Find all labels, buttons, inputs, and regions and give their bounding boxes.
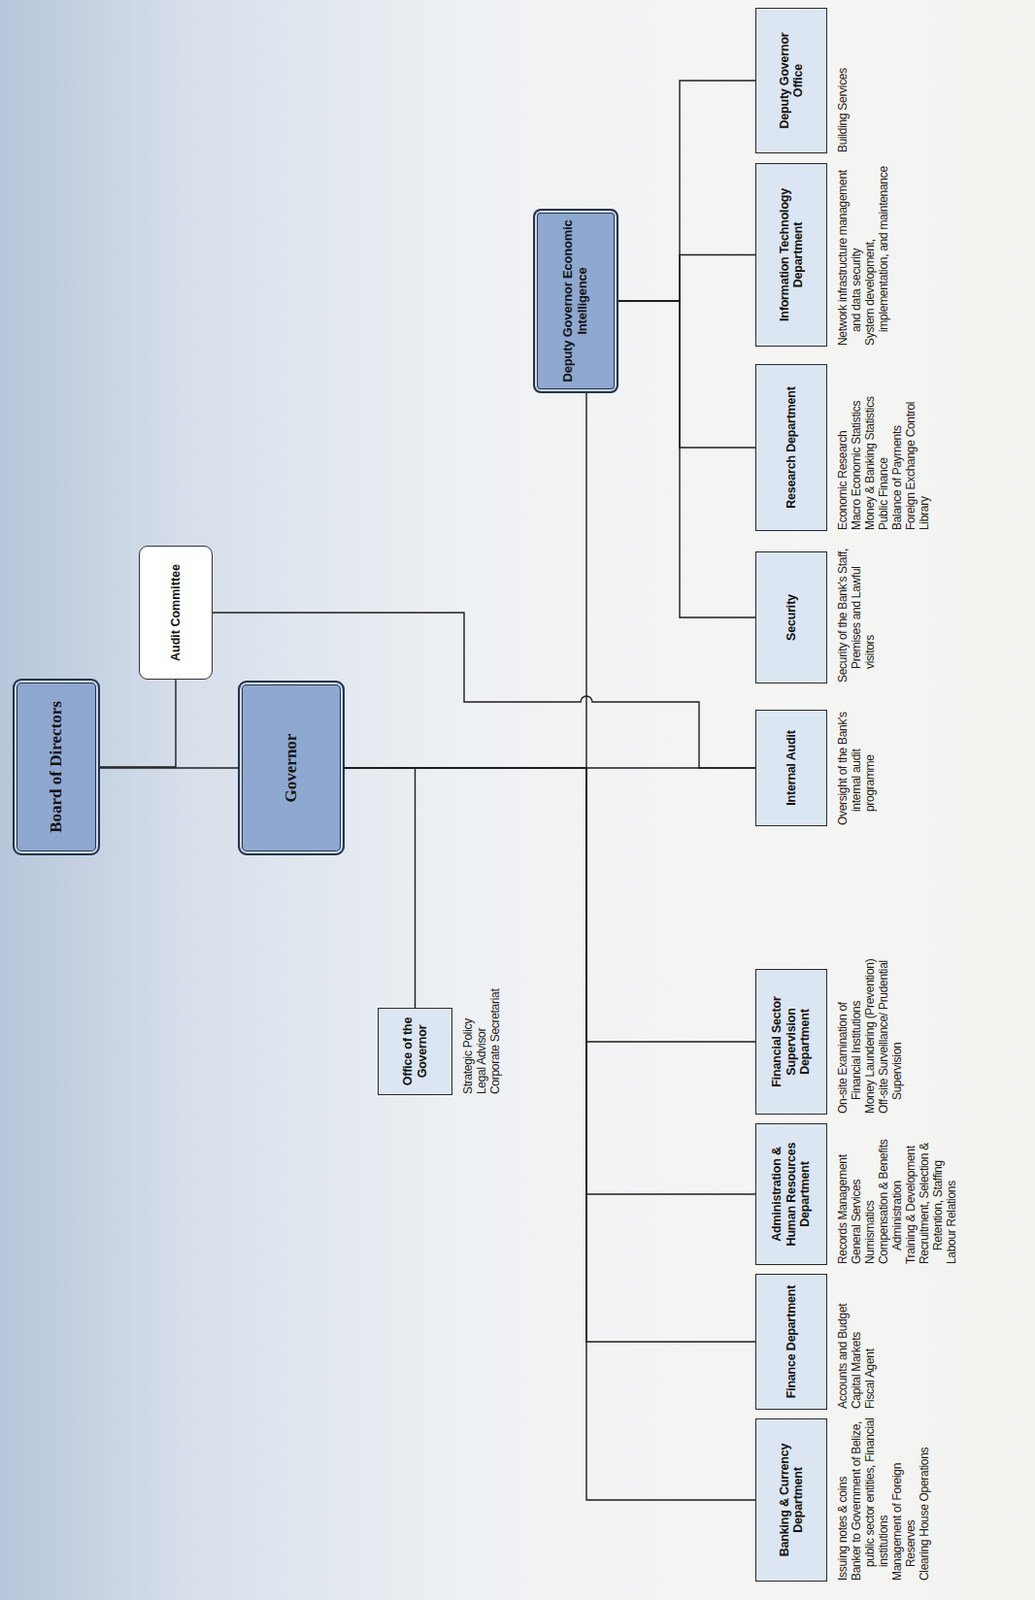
duty-item: Banker to Government of Belize, public s… <box>849 1413 891 1581</box>
duty-list: Economic ResearchMacro Economic Statisti… <box>835 357 932 531</box>
org-connector <box>344 767 756 1342</box>
duty-item: General Services <box>849 1118 864 1265</box>
org-connector <box>618 300 756 618</box>
duty-item: Corporate Secretariat <box>488 938 502 1095</box>
duty-item: Fiscal Agent <box>863 1270 877 1409</box>
duty-item: Library <box>917 357 932 531</box>
duty-list: Building Services <box>835 8 850 153</box>
department-box: Banking & Currency DepartmentIssuing not… <box>755 1418 828 1582</box>
org-connector <box>618 80 756 301</box>
duty-list: Strategic PolicyLegal AdvisorCorporate S… <box>461 938 502 1095</box>
duty-item: On-site Examination of Financial Institu… <box>835 956 864 1114</box>
department-box: SecuritySecurity of the Bank's Staff, Pr… <box>755 551 828 684</box>
duty-item: Network infrastructure management and da… <box>835 161 864 346</box>
duty-item: Recruitment, Selection & Retention, Staf… <box>917 1118 945 1265</box>
department-box: Deputy Governor OfficeBuilding Services <box>755 7 828 154</box>
box-title: Office of the Governor <box>400 1014 430 1089</box>
org-connector <box>344 767 756 1501</box>
duty-item: Capital Markets <box>849 1270 864 1409</box>
duty-item: Records Management <box>835 1118 850 1265</box>
box-title: Audit Committee <box>168 564 183 662</box>
org-connector <box>344 767 756 1195</box>
box-title: Board of Directors <box>47 701 66 834</box>
duty-item: Numismatics <box>863 1118 877 1265</box>
duty-list: Accounts and BudgetCapital MarketsFiscal… <box>835 1270 877 1409</box>
org-connector <box>344 767 756 1042</box>
duty-item: Issuing notes & coins <box>835 1413 850 1581</box>
duty-item: System development, implementation, and … <box>863 161 891 346</box>
box-title: Security <box>784 594 799 641</box>
deputy-governor-box: Deputy Governor Economic Intelligence <box>533 208 619 394</box>
duty-item: Public Finance <box>876 357 891 531</box>
box-title: Banking & Currency Department <box>777 1425 806 1575</box>
duty-list: Network infrastructure management and da… <box>835 161 891 346</box>
duty-item: Strategic Policy <box>461 938 475 1095</box>
box-title: Internal Audit <box>784 730 799 805</box>
duty-list: Oversight of the Bank's internal audit p… <box>835 694 877 826</box>
org-connector <box>100 679 176 768</box>
duty-item: Building Services <box>835 8 850 153</box>
department-box: Administration & Human Resources Departm… <box>755 1123 828 1266</box>
duty-item: Money Laundering (Prevention) <box>863 956 877 1114</box>
duty-item: Oversight of the Bank's internal audit p… <box>835 694 877 826</box>
org-connector <box>618 300 756 448</box>
duty-list: On-site Examination of Financial Institu… <box>835 956 904 1114</box>
department-box: Research DepartmentEconomic ResearchMacr… <box>755 364 828 532</box>
duty-item: Foreign Exchange Control <box>903 357 918 531</box>
department-box: Finance DepartmentAccounts and BudgetCap… <box>755 1273 828 1410</box>
duty-list: Records ManagementGeneral ServicesNumism… <box>835 1118 959 1265</box>
org-connector <box>344 393 587 768</box>
board-box: Board of Directors <box>12 678 101 856</box>
duty-item: Compensation & Benefits Administration <box>876 1118 904 1265</box>
duty-item: Training & Development <box>903 1118 918 1265</box>
box-title: Research Department <box>784 386 799 508</box>
duty-list: Issuing notes & coinsBanker to Governmen… <box>835 1413 932 1581</box>
box-title: Deputy Governor Economic Intelligence <box>561 216 591 386</box>
duty-item: Off-site Surveillance/ Prudential Superv… <box>876 956 904 1114</box>
box-title: Administration & Human Resources Departm… <box>769 1130 812 1259</box>
box-title: Governor <box>282 734 301 803</box>
duty-item: Management of Foreign Reserves <box>890 1413 918 1581</box>
duty-item: Money & Banking Statistics <box>863 357 877 531</box>
box-title: Deputy Governor Office <box>777 14 806 147</box>
duty-list: Security of the Bank's Staff, Premises a… <box>835 546 877 683</box>
duty-item: Legal Advisor <box>474 938 489 1095</box>
box-title: Finance Department <box>784 1285 799 1400</box>
duty-item: Balance of Payments <box>890 357 904 531</box>
box-title: Information Technology Department <box>777 169 806 340</box>
duty-item: Accounts and Budget <box>835 1270 850 1409</box>
org-connector <box>344 767 416 1008</box>
duty-item: Labour Relations <box>944 1118 959 1265</box>
duty-item: Security of the Bank's Staff, Premises a… <box>835 546 877 683</box>
committee-box: Audit Committee <box>138 545 213 680</box>
box-title: Financial Sector Supervision Department <box>769 975 812 1108</box>
department-box: Financial Sector Supervision DepartmentO… <box>755 968 828 1115</box>
office-box: Office of the GovernorStrategic PolicyLe… <box>377 1007 453 1096</box>
duty-item: Macro Economic Statistics <box>849 357 864 531</box>
governor-box: Governor <box>237 680 345 856</box>
department-box: Internal AuditOversight of the Bank's in… <box>755 709 828 827</box>
department-box: Information Technology DepartmentNetwork… <box>755 163 828 347</box>
org-connector <box>618 255 756 302</box>
duty-item: Clearing House Operations <box>917 1413 932 1581</box>
duty-item: Economic Research <box>835 357 850 531</box>
